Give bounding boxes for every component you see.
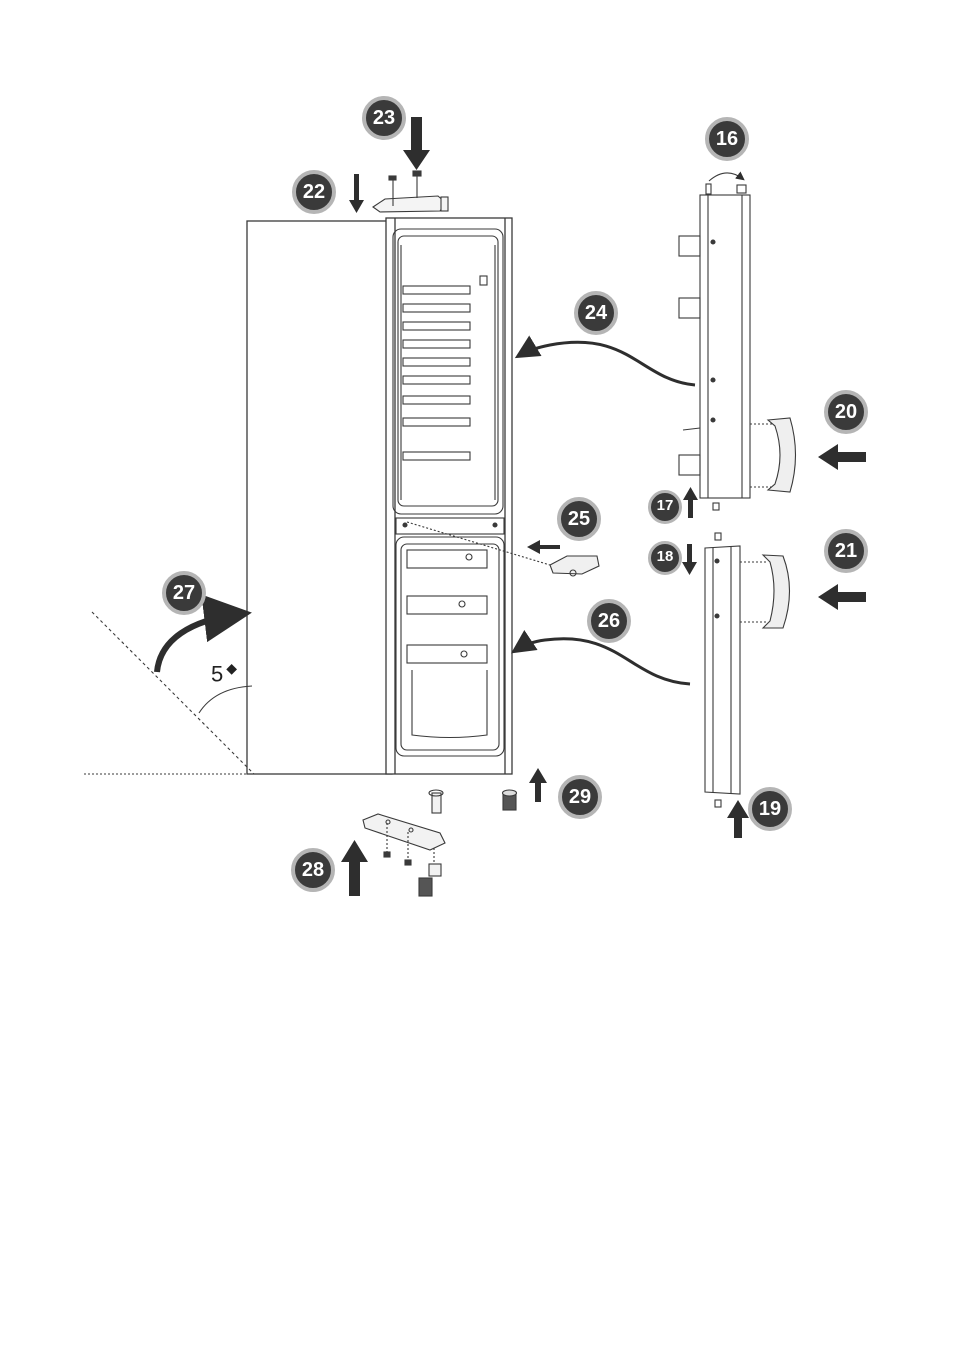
lower-door-handle [740, 555, 790, 628]
down-arrow-18 [682, 544, 697, 575]
step-badge-19: 19 [748, 787, 792, 831]
step-badge-17: 17 [648, 490, 682, 524]
left-arrow-20 [818, 444, 866, 470]
step-badge-20: 20 [824, 390, 868, 434]
step-badge-18: 18 [648, 541, 682, 575]
top-hinge [373, 171, 448, 212]
step-badge-29: 29 [558, 775, 602, 819]
up-arrow-28 [341, 840, 368, 896]
upper-door-hinge-pins [706, 173, 746, 194]
step-badge-27: 27 [162, 571, 206, 615]
tilt-angle-label: 5◆ [211, 660, 237, 687]
step-badge-23: 23 [362, 96, 406, 140]
curved-arrow-26 [516, 639, 690, 684]
up-arrow-29 [529, 768, 547, 802]
left-arrow-21 [818, 584, 866, 610]
fridge-cabinet [247, 218, 512, 774]
up-arrow-19 [727, 800, 749, 838]
step-badge-25: 25 [557, 497, 601, 541]
lower-door [705, 533, 740, 807]
curved-arrow-24 [520, 342, 695, 385]
bottom-hinge [363, 790, 445, 896]
step-badge-21: 21 [824, 529, 868, 573]
upper-door [679, 195, 750, 510]
tilt-angle-value: 5 [211, 661, 223, 686]
adjustable-foot [503, 790, 517, 810]
step-badge-24: 24 [574, 291, 618, 335]
step-badge-26: 26 [587, 599, 631, 643]
upper-door-shelves [679, 236, 700, 475]
left-arrow-25 [527, 540, 560, 554]
step-badge-28: 28 [291, 848, 335, 892]
down-arrow-22 [349, 174, 364, 213]
tilt-guide [84, 612, 255, 774]
up-arrow-17 [683, 487, 698, 518]
step-badge-22: 22 [292, 170, 336, 214]
upper-door-handle [750, 418, 796, 492]
step-badge-16: 16 [705, 117, 749, 161]
down-arrow-23 [403, 117, 430, 170]
